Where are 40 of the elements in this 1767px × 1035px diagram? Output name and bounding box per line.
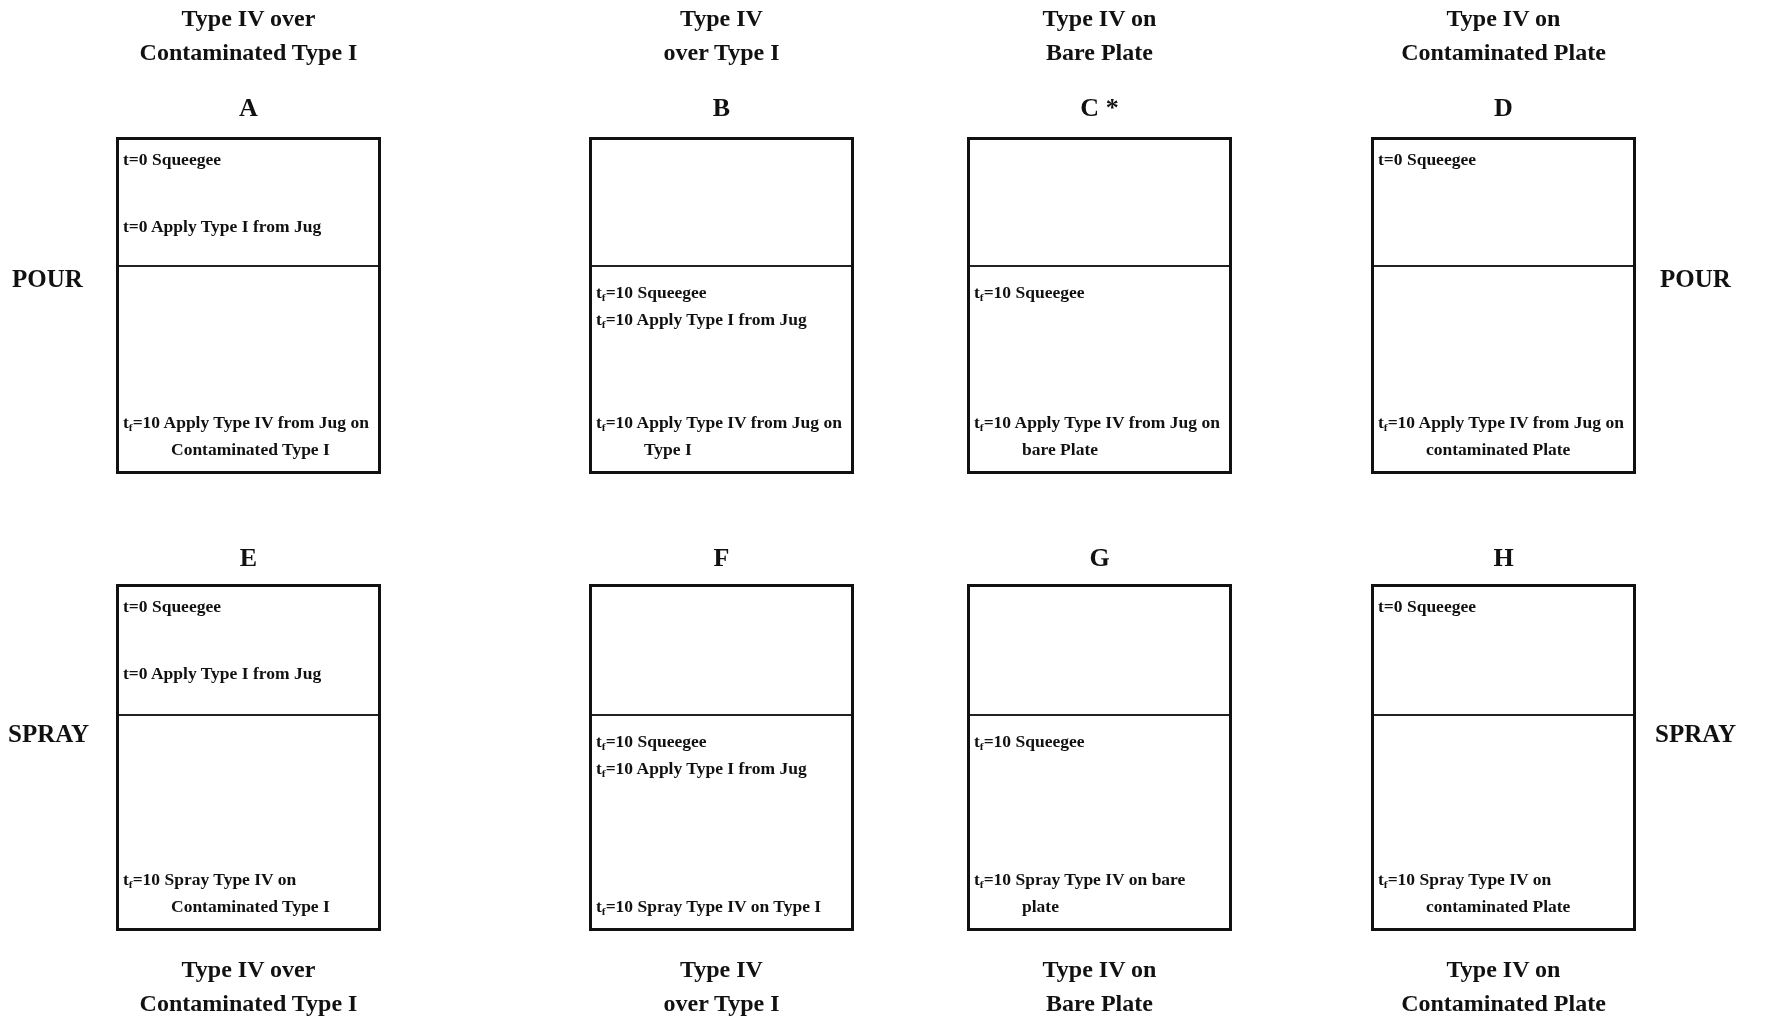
step-text: t=0 Squeegee [123,148,222,171]
step-text: t$_{f}$=10 Apply Type IV from Jug on contaminated Plate [1378,410,1625,461]
row-label: POUR [1660,265,1731,293]
panel-title: Type IV on Bare Plate [1041,4,1158,67]
step-text: t$_{f}$=10 Squeegee [596,730,708,754]
step-text: t$_{f}$=10 Spray Type IV on bare plate [974,867,1187,918]
step-text: t$_{f}$=10 Squeegee [974,730,1086,754]
step-text: t$_{f}$=10 Apply Type IV from Jug on Contaminated Type I [123,410,370,461]
panel-title: Type IV over Contaminated Type I [138,955,359,1018]
panel-letter: G [1088,543,1111,573]
step-text: t$_{f}$=10 Squeegee [974,281,1086,305]
panel-title: Type IV on Bare Plate [1041,955,1158,1018]
step-text: t=0 Squeegee [1378,595,1477,618]
panel-title: Type IV on Contaminated Plate [1400,955,1607,1018]
row-label: SPRAY [8,720,90,748]
step-text: t$_{f}$=10 Spray Type IV on Contaminated Type I [123,867,331,918]
step-text: t$_{f}$=10 Spray Type IV on Type I [596,894,822,919]
panel-title: Type IV over Type I [662,4,781,67]
step-text: t$_{f}$=10 Apply Type I from Jug [596,757,807,781]
panel-title: Type IV on Contaminated Plate [1400,4,1607,67]
step-text: t$_{f}$=10 Spray Type IV on contaminated Plate [1378,867,1572,918]
panel-title: Type IV over Contaminated Type I [138,4,359,67]
step-text: t$_{f}$=10 Squeegee [596,281,708,305]
row-label: POUR [12,265,83,293]
panel-title: Type IV over Type I [662,955,781,1018]
panel-letter: H [1492,543,1515,573]
step-text: t=0 Apply Type I from Jug [123,215,322,239]
panel-letter: D [1493,93,1514,123]
panel-letter: E [238,543,259,573]
row-label: SPRAY [1655,720,1737,748]
panel-letter: A [238,93,259,123]
step-text: t$_{f}$=10 Apply Type IV from Jug on Type I [596,410,843,461]
panel-letter: F [712,543,731,573]
step-text: t=0 Squeegee [1378,148,1477,171]
step-text: t=0 Apply Type I from Jug [123,662,322,686]
step-text: t=0 Squeegee [123,595,222,618]
panel-letter: C * [1079,93,1120,123]
panel-letter: B [711,93,732,123]
step-text: t$_{f}$=10 Apply Type IV from Jug on bare Plate [974,410,1221,461]
step-text: t$_{f}$=10 Apply Type I from Jug [596,308,807,332]
